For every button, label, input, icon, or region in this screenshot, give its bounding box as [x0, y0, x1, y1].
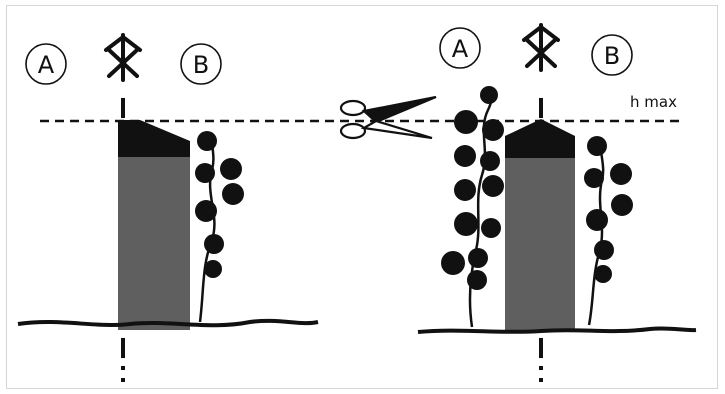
- right-post: [505, 150, 575, 332]
- right-label-a: A: [439, 27, 481, 69]
- right-plant-b: [584, 136, 633, 326]
- h-max-label: h max: [630, 93, 677, 111]
- right-ground-line: [417, 326, 697, 334]
- left-label-b: B: [180, 43, 222, 85]
- right-label-b-text: B: [604, 42, 620, 70]
- right-plant-a: [441, 86, 504, 328]
- scissors-icon: [339, 95, 437, 140]
- left-label-b-text: B: [193, 51, 209, 79]
- figure-frame: [6, 5, 718, 389]
- plant-axis-symbol-icon: [104, 33, 142, 82]
- left-plant-b: [195, 131, 244, 323]
- left-label-a-text: A: [38, 51, 55, 79]
- left-ground-line: [17, 318, 319, 328]
- left-post: [118, 150, 190, 330]
- right-label-b: B: [591, 34, 633, 76]
- left-label-a: A: [25, 43, 67, 85]
- right-plant-axis-symbol-icon: [522, 23, 560, 72]
- right-label-a-text: A: [452, 35, 469, 63]
- right-post-cap: [505, 119, 575, 158]
- right-panel: A B: [417, 23, 697, 382]
- left-post-cap: [118, 120, 190, 157]
- left-panel: A B: [17, 33, 319, 382]
